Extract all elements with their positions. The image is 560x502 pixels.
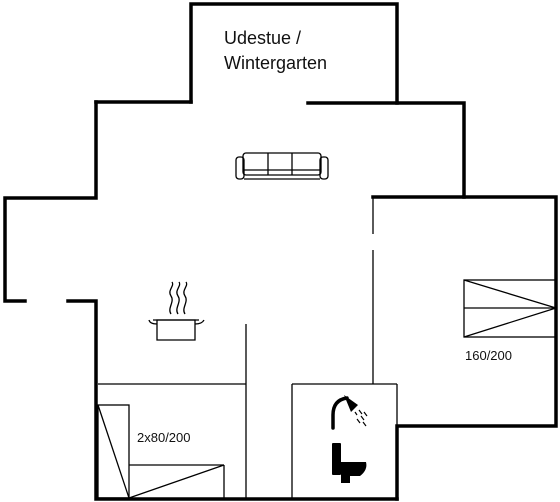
interior-walls <box>98 197 398 499</box>
exterior-walls <box>3 2 558 501</box>
bed-icon <box>463 279 557 338</box>
bed-size-label-right: 160/200 <box>465 348 512 363</box>
winter-garden-label-line2: Wintergarten <box>224 53 327 73</box>
sofa-icon <box>235 152 329 180</box>
cooking-pot-icon <box>148 281 205 341</box>
winter-garden-label-line1: Udestue / <box>224 28 301 48</box>
shower-icon <box>331 395 368 430</box>
toilet-icon <box>332 443 367 483</box>
bed-size-label-left: 2x80/200 <box>137 430 191 445</box>
bunk-bed-icon <box>97 404 225 499</box>
